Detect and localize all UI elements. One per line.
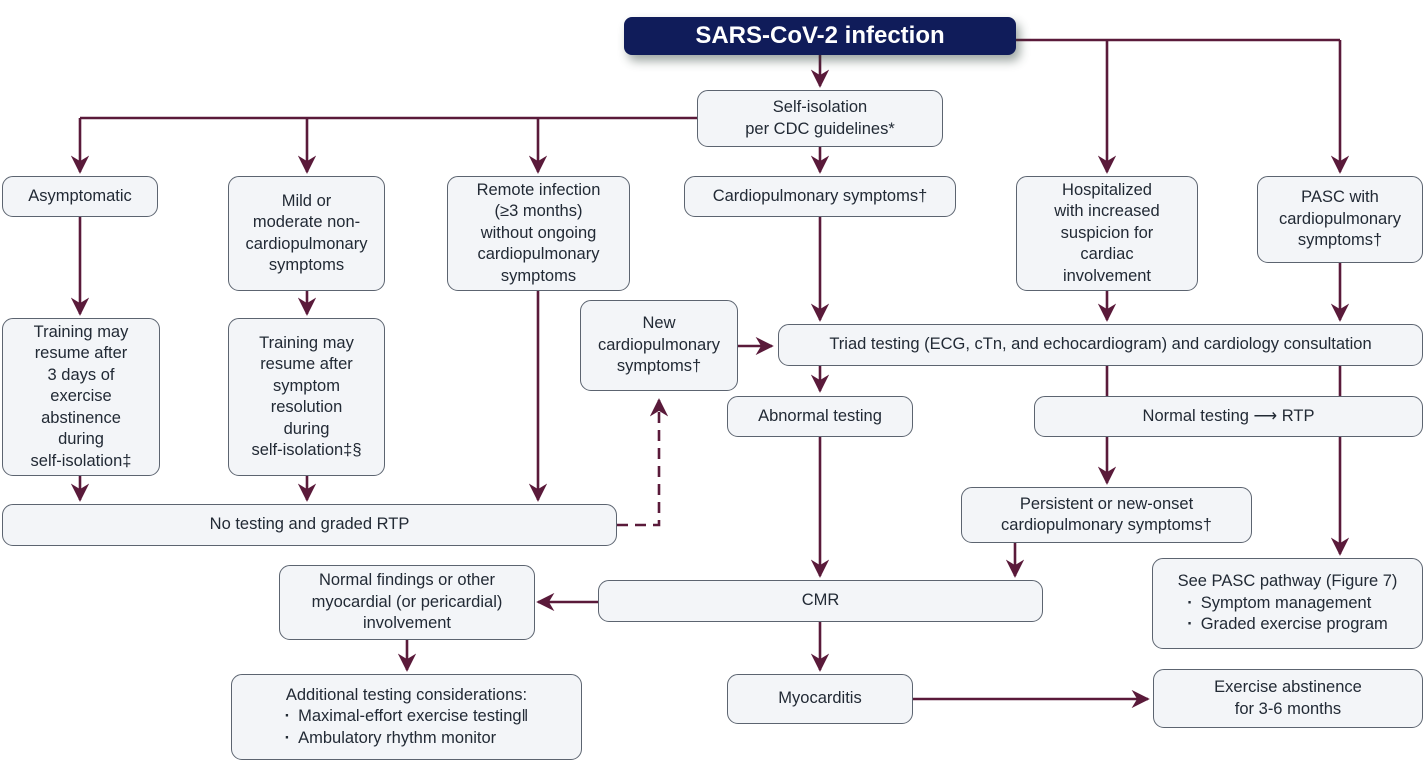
node-text: resume after: [260, 355, 353, 373]
node-text: cardiopulmonary symptoms†: [1001, 516, 1212, 534]
node-text: exercise: [50, 387, 112, 406]
node-abnormal-testing: Abnormal testing: [727, 396, 913, 437]
node-text: moderate non-: [252, 213, 361, 231]
node-text: Asymptomatic: [28, 186, 132, 205]
node-text: resume after: [34, 344, 128, 363]
node-text: No testing and graded RTP: [209, 515, 410, 534]
node-text: Cardiopulmonary symptoms†: [712, 186, 928, 205]
node-text: Exercise abstinence: [1214, 678, 1362, 696]
node-cardiopulmonary-symptoms: Cardiopulmonary symptoms†: [684, 176, 956, 217]
node-text: Self-isolation: [772, 98, 868, 116]
node-self-isolation: Self-isolation per CDC guidelines*: [697, 90, 943, 147]
node-exercise-abstinence: Exercise abstinence for 3-6 months: [1153, 669, 1423, 728]
bullet-item: Symptom management: [1187, 593, 1388, 615]
node-text: myocardial (or pericardial): [311, 592, 503, 611]
node-hospitalized: Hospitalized with increased suspicion fo…: [1016, 176, 1198, 291]
node-title: See PASC pathway (Figure 7): [1177, 572, 1398, 591]
node-training-3-days: Training may resume after 3 days of exer…: [2, 318, 160, 476]
node-text: during: [283, 419, 330, 438]
node-text: self-isolation‡§: [251, 441, 362, 459]
node-text: involvement: [362, 614, 452, 633]
node-text: cardiopulmonary: [598, 335, 720, 354]
node-text: involvement: [1062, 266, 1152, 285]
node-text: symptoms: [500, 266, 577, 285]
node-text: Myocarditis: [778, 689, 862, 708]
node-text: symptoms: [268, 256, 345, 274]
node-new-cardiopulmonary: New cardiopulmonary symptoms†: [580, 300, 738, 391]
node-text: suspicion for: [1060, 223, 1154, 242]
node-text: Hospitalized: [1062, 180, 1152, 199]
node-text: 3 days of: [47, 365, 115, 384]
node-text: Training may: [259, 333, 354, 352]
node-text: Mild or: [281, 191, 332, 210]
node-myocarditis: Myocarditis: [727, 674, 913, 724]
node-text: with increased: [1054, 202, 1160, 221]
node-text: self-isolation‡: [30, 451, 132, 470]
bullet-item: Graded exercise program: [1187, 614, 1388, 636]
node-asymptomatic: Asymptomatic: [2, 176, 158, 217]
node-no-testing-graded-rtp: No testing and graded RTP: [2, 504, 617, 546]
node-text: Normal findings or other: [318, 571, 496, 590]
node-remote-infection: Remote infection (≥3 months) without ong…: [447, 176, 630, 291]
bullet-item: Maximal-effort exercise testing‖: [285, 706, 528, 728]
node-text: during: [58, 430, 104, 449]
node-text: SARS-CoV-2 infection: [695, 22, 945, 50]
node-text: cardiopulmonary: [477, 245, 600, 264]
node-text: cardiopulmonary: [1279, 209, 1401, 228]
node-text: symptoms†: [1297, 231, 1383, 250]
node-text: Normal testing ⟶ RTP: [1142, 406, 1315, 425]
node-pasc-pathway: See PASC pathway (Figure 7) Symptom mana…: [1152, 558, 1423, 649]
bullet-list: Symptom management Graded exercise progr…: [1187, 593, 1388, 636]
node-text: Triad testing (ECG, cTn, and echocardiog…: [829, 335, 1372, 354]
node-text: (≥3 months): [494, 202, 583, 221]
node-text: New: [642, 314, 676, 333]
node-text: without ongoing: [480, 223, 597, 242]
bullet-item: Ambulatory rhythm monitor: [285, 728, 529, 750]
node-normal-findings: Normal findings or other myocardial (or …: [279, 565, 535, 640]
node-persistent-symptoms: Persistent or new-onset cardiopulmonary …: [961, 487, 1252, 543]
link-notesting-new-dashed: [617, 398, 669, 527]
node-text: per CDC guidelines*: [745, 119, 895, 138]
node-title: Additional testing considerations:: [285, 685, 528, 704]
node-text: cardiopulmonary: [245, 234, 368, 253]
node-text: resolution: [270, 398, 343, 416]
node-text: CMR: [801, 591, 840, 610]
node-pasc-cardiopulmonary: PASC with cardiopulmonary symptoms†: [1257, 176, 1423, 263]
node-text: Abnormal testing: [758, 406, 882, 425]
node-text: abstinence: [41, 408, 121, 427]
node-text: for 3-6 months: [1234, 699, 1342, 718]
node-additional-testing: Additional testing considerations: Maxim…: [231, 674, 582, 760]
node-text: cardiac: [1080, 245, 1134, 264]
node-text: PASC with: [1301, 188, 1379, 207]
node-text: Persistent or new-onset: [1019, 494, 1194, 513]
bullet-list: Maximal-effort exercise testing‖ Ambulat…: [285, 706, 529, 750]
node-normal-testing-rtp: Normal testing ⟶ RTP: [1034, 396, 1423, 437]
node-text: symptom: [273, 376, 340, 395]
node-sars-cov-2-infection: SARS-CoV-2 infection: [624, 17, 1016, 55]
node-cmr: CMR: [598, 580, 1043, 622]
node-triad-testing: Triad testing (ECG, cTn, and echocardiog…: [778, 324, 1423, 366]
node-training-symptom-resolution: Training may resume after symptom resolu…: [228, 318, 385, 476]
node-mild-moderate: Mild or moderate non- cardiopulmonary sy…: [228, 176, 385, 291]
node-text: Remote infection: [476, 180, 601, 199]
node-text: Training may: [33, 322, 129, 341]
node-text: symptoms†: [616, 357, 702, 376]
